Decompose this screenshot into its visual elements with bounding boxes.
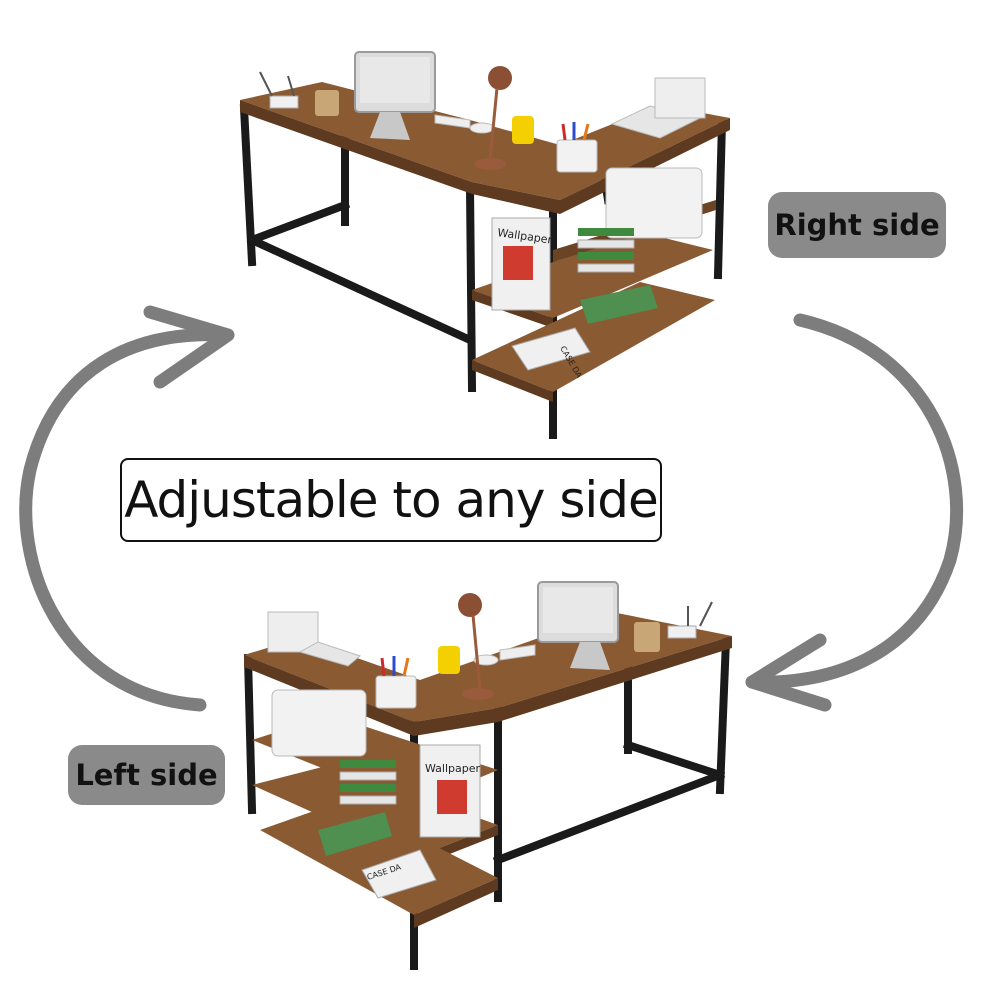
- desk-bottom-configuration: Wallpaper CASE DA: [243, 581, 732, 970]
- caption-box: Adjustable to any side: [120, 458, 662, 542]
- right-side-label: Right side: [774, 208, 940, 242]
- curved-arrow-up-head: [143, 305, 235, 389]
- caption-text: Adjustable to any side: [124, 471, 659, 529]
- curved-arrow-down-icon: [745, 313, 964, 689]
- curved-arrow-up-icon: [19, 328, 232, 712]
- curved-arrow-down-head: [745, 633, 832, 712]
- desk-top-configuration: Wallpaper CASE DA: [239, 51, 730, 439]
- left-side-label: Left side: [75, 758, 218, 792]
- right-side-badge: Right side: [768, 192, 946, 258]
- book-title-wallpaper-bottom: Wallpaper: [425, 762, 480, 775]
- left-side-badge: Left side: [68, 745, 225, 805]
